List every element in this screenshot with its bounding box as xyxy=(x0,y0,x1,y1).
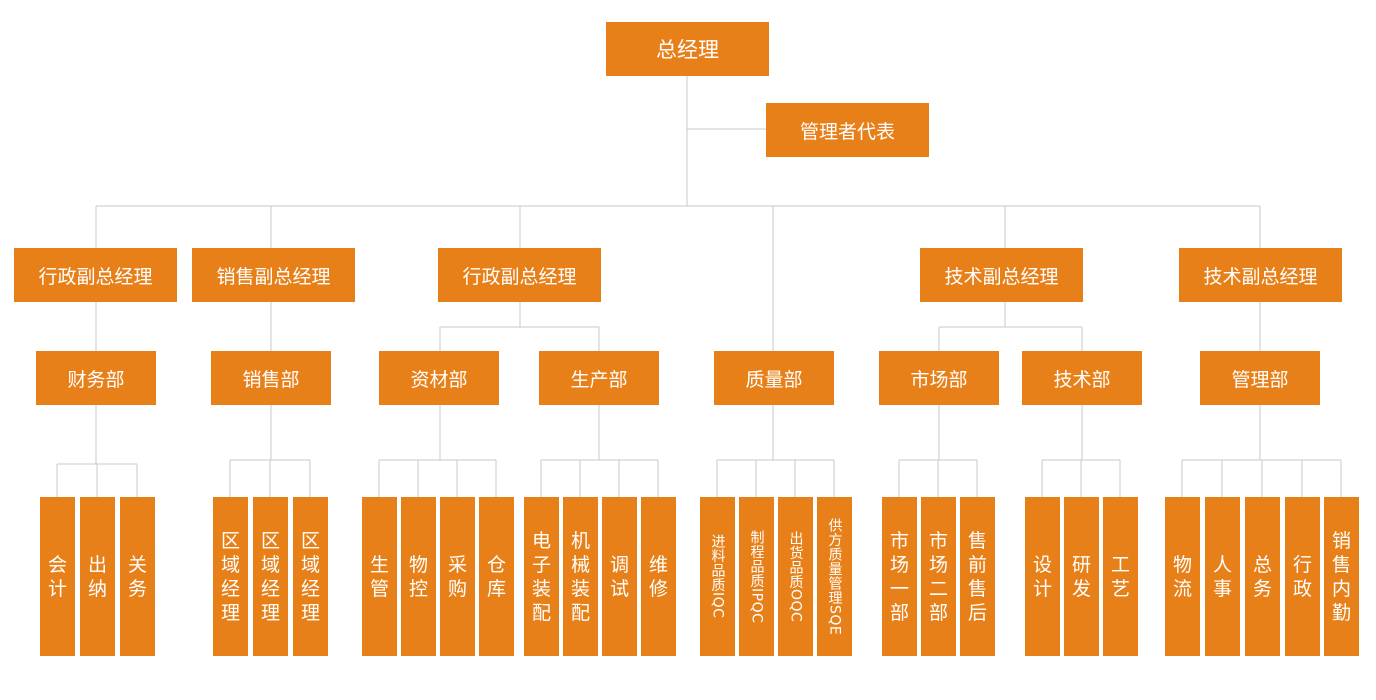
unit-box: 市场二部 xyxy=(921,497,956,656)
unit-box: 设计 xyxy=(1025,497,1060,656)
unit-box: 会计 xyxy=(40,497,75,656)
unit-label: 出货品质OQC xyxy=(787,530,804,623)
vp-box-tech-1: 技术副总经理 xyxy=(920,248,1083,302)
unit-label: 制程品质IPQC xyxy=(748,529,765,624)
unit-label: 销售内勤 xyxy=(1331,529,1351,624)
unit-box: 出货品质OQC xyxy=(778,497,813,656)
unit-label: 调试 xyxy=(609,553,629,600)
unit-label: 区域经理 xyxy=(260,529,280,624)
unit-label: 市场二部 xyxy=(928,529,948,624)
unit-box: 物流 xyxy=(1165,497,1200,656)
unit-box: 总务 xyxy=(1245,497,1280,656)
unit-label: 仓库 xyxy=(486,553,506,600)
vp-box-tech-2: 技术副总经理 xyxy=(1179,248,1342,302)
unit-label: 机械装配 xyxy=(570,529,590,624)
unit-label: 总务 xyxy=(1252,553,1272,600)
vp-box-admin-1: 行政副总经理 xyxy=(14,248,177,302)
unit-box: 区域经理 xyxy=(213,497,248,656)
dept-box-sales: 销售部 xyxy=(211,351,331,405)
vp-box-sales: 销售副总经理 xyxy=(192,248,355,302)
unit-box: 人事 xyxy=(1205,497,1240,656)
unit-label: 行政 xyxy=(1292,553,1312,600)
dept-box-materials: 资材部 xyxy=(379,351,499,405)
unit-label: 物流 xyxy=(1172,553,1192,600)
unit-box: 区域经理 xyxy=(293,497,328,656)
unit-box: 工艺 xyxy=(1103,497,1138,656)
unit-label: 研发 xyxy=(1071,553,1091,600)
management-rep-box: 管理者代表 xyxy=(766,103,929,157)
unit-label: 采购 xyxy=(447,553,467,600)
unit-label: 生管 xyxy=(369,553,389,600)
unit-label: 售前售后 xyxy=(967,529,987,624)
dept-box-marketing: 市场部 xyxy=(879,351,999,405)
unit-box: 售前售后 xyxy=(960,497,995,656)
unit-label: 会计 xyxy=(47,553,67,600)
unit-label: 设计 xyxy=(1032,553,1052,600)
unit-box: 仓库 xyxy=(479,497,514,656)
unit-box: 进料品质IQC xyxy=(700,497,735,656)
unit-box: 关务 xyxy=(120,497,155,656)
unit-box: 制程品质IPQC xyxy=(739,497,774,656)
unit-label: 进料品质IQC xyxy=(709,534,726,619)
unit-box: 采购 xyxy=(440,497,475,656)
unit-box: 机械装配 xyxy=(563,497,598,656)
unit-label: 市场一部 xyxy=(889,529,909,624)
unit-box: 研发 xyxy=(1064,497,1099,656)
unit-label: 物控 xyxy=(408,553,428,600)
vp-box-admin-2: 行政副总经理 xyxy=(438,248,601,302)
dept-box-technology: 技术部 xyxy=(1022,351,1142,405)
unit-box: 电子装配 xyxy=(524,497,559,656)
unit-box: 物控 xyxy=(401,497,436,656)
unit-box: 调试 xyxy=(602,497,637,656)
unit-label: 工艺 xyxy=(1110,553,1130,600)
unit-label: 电子装配 xyxy=(531,529,551,624)
dept-box-finance: 财务部 xyxy=(36,351,156,405)
dept-box-quality: 质量部 xyxy=(714,351,834,405)
unit-label: 出纳 xyxy=(87,553,107,600)
unit-box: 行政 xyxy=(1285,497,1320,656)
unit-label: 区域经理 xyxy=(220,529,240,624)
unit-label: 关务 xyxy=(127,553,147,600)
unit-box: 销售内勤 xyxy=(1324,497,1359,656)
unit-box: 出纳 xyxy=(80,497,115,656)
unit-box: 市场一部 xyxy=(882,497,917,656)
dept-box-production: 生产部 xyxy=(539,351,659,405)
unit-box: 区域经理 xyxy=(253,497,288,656)
unit-label: 供方质量管理SQE xyxy=(826,517,843,636)
ceo-box: 总经理 xyxy=(606,22,769,76)
unit-label: 区域经理 xyxy=(300,529,320,624)
unit-label: 人事 xyxy=(1212,553,1232,600)
unit-box: 生管 xyxy=(362,497,397,656)
unit-label: 维修 xyxy=(648,553,668,600)
unit-box: 维修 xyxy=(641,497,676,656)
unit-box: 供方质量管理SQE xyxy=(817,497,852,656)
dept-box-management: 管理部 xyxy=(1200,351,1320,405)
